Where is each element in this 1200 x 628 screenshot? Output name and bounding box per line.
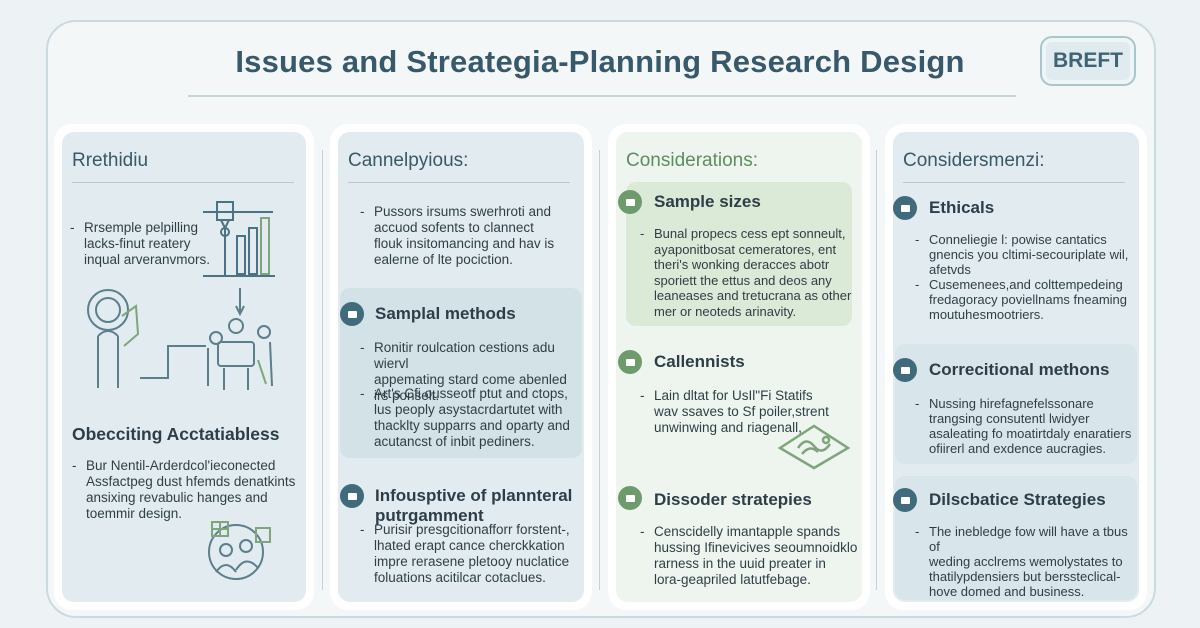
heading-rule [348, 182, 570, 183]
research-illustration-icon [203, 201, 275, 277]
handshake-icon [618, 350, 642, 374]
column-heading: Cannelpyious: [348, 150, 469, 171]
section-title: Infousptive of plannteral putrgamment [375, 486, 573, 525]
column-2: Cannelpyious: - Pussors irsums swerhroti… [330, 124, 592, 610]
section-bullet: - Bunal propecs cess ept sonneult, ayapo… [640, 226, 852, 319]
column-4: Considersmenzi: Ethicals - Conneliegie l… [885, 124, 1147, 610]
section-bullet: - Purisir presgcitionafforr forstent-, l… [360, 522, 570, 585]
section-bullet: - Conneliegie l: powise cantatics gnenci… [915, 232, 1129, 277]
document-icon [893, 488, 917, 512]
section-title: Obecciting Acctatiabless [72, 424, 280, 444]
section-title: Sample sizes [654, 192, 761, 211]
column-divider [876, 150, 877, 590]
handshake-icon [618, 190, 642, 214]
intro-bullet: - Pussors irsums swerhroti and accuod so… [360, 204, 555, 267]
section-bullet: - The inebledge fow will have a tbus of … [915, 524, 1128, 599]
column-divider [599, 150, 600, 590]
analysis-circle-icon [208, 521, 271, 580]
team-illustration-icon [87, 288, 273, 390]
brief-badge-button[interactable]: BREFT [1040, 36, 1136, 86]
handshake-illustration-icon [777, 424, 851, 470]
document-icon [893, 196, 917, 220]
section-title: Correcitional methons [929, 360, 1110, 379]
section-bullet: - Art's Cfi ousseotf ptut and ctops, lus… [360, 386, 570, 449]
section-bullet: - Ronitir roulcation cestions adu wiervl… [360, 340, 567, 403]
section-bullet: - Lain dltat for UsIl"­Fi Statifs wav ss… [640, 388, 829, 435]
document-icon [340, 302, 364, 326]
column-heading: Considersmenzi: [903, 150, 1045, 171]
section-title: Callennists [654, 352, 745, 371]
section-title: Samplal methods [375, 304, 516, 323]
column-heading: Rrethidiu [72, 150, 149, 171]
section-bullet: - Censcidelly imantapple spands hussing … [640, 524, 858, 587]
handshake-icon [618, 486, 642, 510]
column-3: Considerations: Sample sizes - Bunal pro… [608, 124, 870, 610]
section-dilscbatice-strategies [895, 476, 1137, 600]
document-icon [893, 358, 917, 382]
section-samplal-methods [340, 288, 582, 458]
heading-rule [72, 182, 294, 183]
column-1: Rrethidiu - Rrsemple pelpilling lacks-fi… [54, 124, 314, 610]
document-icon [340, 484, 364, 508]
section-title: Ethicals [929, 198, 995, 217]
section-bullet: - Bur Nentil-Arderdcol'ieconected Assfac… [72, 458, 296, 521]
section-title: Dissoder stratepies [654, 490, 812, 509]
column-heading: Considerations: [626, 150, 759, 171]
section-correcitional-methons [895, 344, 1137, 464]
page-title: Issues and Streategia-Planning Research … [235, 44, 965, 79]
intro-bullet: - Rrsemple pelpilling lacks-finut reater… [70, 220, 211, 267]
heading-rule [903, 182, 1125, 183]
column-divider [322, 150, 323, 590]
section-title: Dilscbatice Strategies [929, 490, 1106, 509]
section-bullet: - Cusemenees,and colttempedeing fredagor… [915, 277, 1127, 322]
section-bullet: - Nussing hirefagnefelssonare trangsing … [915, 396, 1132, 456]
title-divider [188, 95, 1016, 97]
section-sample-sizes [626, 182, 852, 326]
